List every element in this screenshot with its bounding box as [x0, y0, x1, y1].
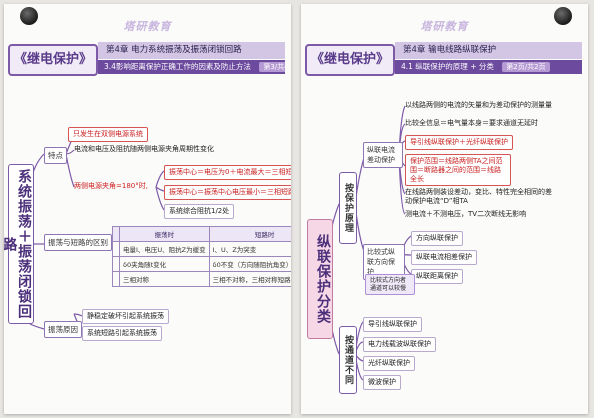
- right-root-node: 纵联保护分类: [307, 219, 333, 339]
- feature-sub-2: 振荡中心＝振荡中心电压最小＝三相短路: [164, 185, 291, 200]
- cause-item-2: 系统短路引起系统振荡: [82, 326, 162, 341]
- dir-note: 比较式方向者通道可以较慢: [365, 274, 415, 295]
- table-cell: δ0夹角随t变化: [119, 256, 210, 272]
- brand-logo: 塔研教育: [420, 20, 469, 33]
- feature-item-2: 两侧电源夹角=180°时,: [74, 182, 148, 190]
- left-root-node: 系统振荡＋振荡闭锁回路: [4, 164, 34, 324]
- table-row: δ0夹角随t变化 δ0不变（方向随阻抗角变）: [112, 256, 291, 272]
- left-mindmap-connectors: [29, 133, 165, 333]
- diff-item-1: 以线路两侧的电流的矢量和为差动保护的测量量: [405, 101, 552, 109]
- right-title: 《继电保护》: [305, 44, 395, 76]
- cause-label: 振荡原因: [44, 321, 82, 338]
- top-note: 只发生在双侧电源系统: [68, 127, 148, 142]
- left-section-title: 3.4影响距离保护正确工作的因素及防止方法: [104, 62, 251, 71]
- diff-label: 振荡与短路的区别: [44, 234, 112, 251]
- feature-label: 特点: [44, 147, 67, 164]
- right-chapter-bar: 第4章 输电线路纵联保护: [395, 42, 582, 59]
- table-row: 电量I、电压U、阻抗Z为缓变 I、U、Z为突变: [112, 241, 291, 257]
- table-cell: δ0不变（方向随阻抗角变）: [208, 256, 291, 272]
- left-page-badge: 第3/共4: [259, 62, 285, 72]
- binder-hole-right: [554, 7, 572, 25]
- channel-item-1: 导引线纵联保护: [363, 317, 422, 332]
- channel-item-3: 光纤纵联保护: [363, 356, 415, 371]
- dir-item-3: 纵联距离保护: [411, 269, 463, 284]
- compare-header-empty: [112, 226, 120, 242]
- diff-group-label: 纵联电流差动保护: [363, 142, 403, 168]
- table-cell: [112, 271, 120, 287]
- binder-hole-left: [20, 7, 38, 25]
- left-page: 塔研教育 《继电保护》 第4章 电力系统振荡及振荡闭锁回路 3.4影响距离保护正…: [4, 4, 291, 414]
- branch-channel: 按通道不同: [339, 326, 357, 394]
- dir-item-2: 纵联电流相差保护: [411, 250, 477, 265]
- diff-item-3: 导引线纵联保护＋光纤纵联保护: [405, 135, 513, 150]
- right-page-badge: 第2页/共2页: [502, 62, 550, 72]
- left-section-bar: 3.4影响距离保护正确工作的因素及防止方法 第3/共4: [98, 60, 285, 74]
- diff-item-6: 测电流＋不测电压，TV二次断线无影响: [405, 210, 527, 218]
- compare-header-short: 短路时: [208, 226, 291, 242]
- feature-item-1: 电流和电压及阻抗随两侧电源夹角周期性变化: [74, 145, 214, 153]
- diff-item-4: 保护范围＝线路两侧TA之间范围＝断路器之间的范围＝线路全长: [405, 154, 511, 187]
- feature-sub-3: 系统综合阻抗1/2处: [164, 204, 235, 219]
- cause-item-1: 静稳定破坏引起系统振荡: [82, 309, 169, 324]
- right-section-bar: 4.1 纵联保护的原理 + 分类 第2页/共2页: [395, 60, 582, 74]
- compare-table: 振荡时 短路时 电量I、电压U、阻抗Z为缓变 I、U、Z为突变 δ0夹角随t变化…: [112, 226, 291, 287]
- compare-table-header: 振荡时 短路时: [112, 226, 291, 242]
- branch-principle: 按保护原理: [339, 172, 357, 244]
- left-header: 《继电保护》 第4章 电力系统振荡及振荡闭锁回路 3.4影响距离保护正确工作的因…: [4, 42, 291, 78]
- left-chapter-bar: 第4章 电力系统振荡及振荡闭锁回路: [98, 42, 285, 59]
- compare-header-oscillation: 振荡时: [119, 226, 210, 242]
- table-cell: [112, 256, 120, 272]
- diff-item-2: 比较全信息＝电气量本身＝要求通道无延时: [405, 119, 538, 127]
- channel-item-4: 微波保护: [363, 375, 401, 390]
- table-cell: 三相不对称，三相对称短路时才对称: [208, 271, 291, 287]
- channel-item-2: 电力线载波纵联保护: [363, 337, 436, 352]
- right-page: 塔研教育 《继电保护》 第4章 输电线路纵联保护 4.1 纵联保护的原理 + 分…: [301, 4, 588, 414]
- right-section-title: 4.1 纵联保护的原理 + 分类: [401, 62, 494, 71]
- dir-item-1: 方向纵联保护: [411, 231, 463, 246]
- table-cell: I、U、Z为突变: [208, 241, 291, 257]
- diff-item-5: 在线路两侧装设差动，变比、特性完全相同的差动保护电流“D”相TA: [405, 188, 552, 205]
- table-cell: 电量I、电压U、阻抗Z为缓变: [119, 241, 210, 257]
- table-cell: [112, 241, 120, 257]
- brand-logo: 塔研教育: [123, 20, 172, 33]
- table-cell: 三相对称: [119, 271, 210, 287]
- left-title: 《继电保护》: [8, 44, 98, 76]
- table-row: 三相对称 三相不对称，三相对称短路时才对称: [112, 271, 291, 287]
- feature-sub-1: 振荡中心＝电压为0＋电流最大＝三相短路: [164, 165, 291, 180]
- right-header: 《继电保护》 第4章 输电线路纵联保护 4.1 纵联保护的原理 + 分类 第2页…: [301, 42, 588, 78]
